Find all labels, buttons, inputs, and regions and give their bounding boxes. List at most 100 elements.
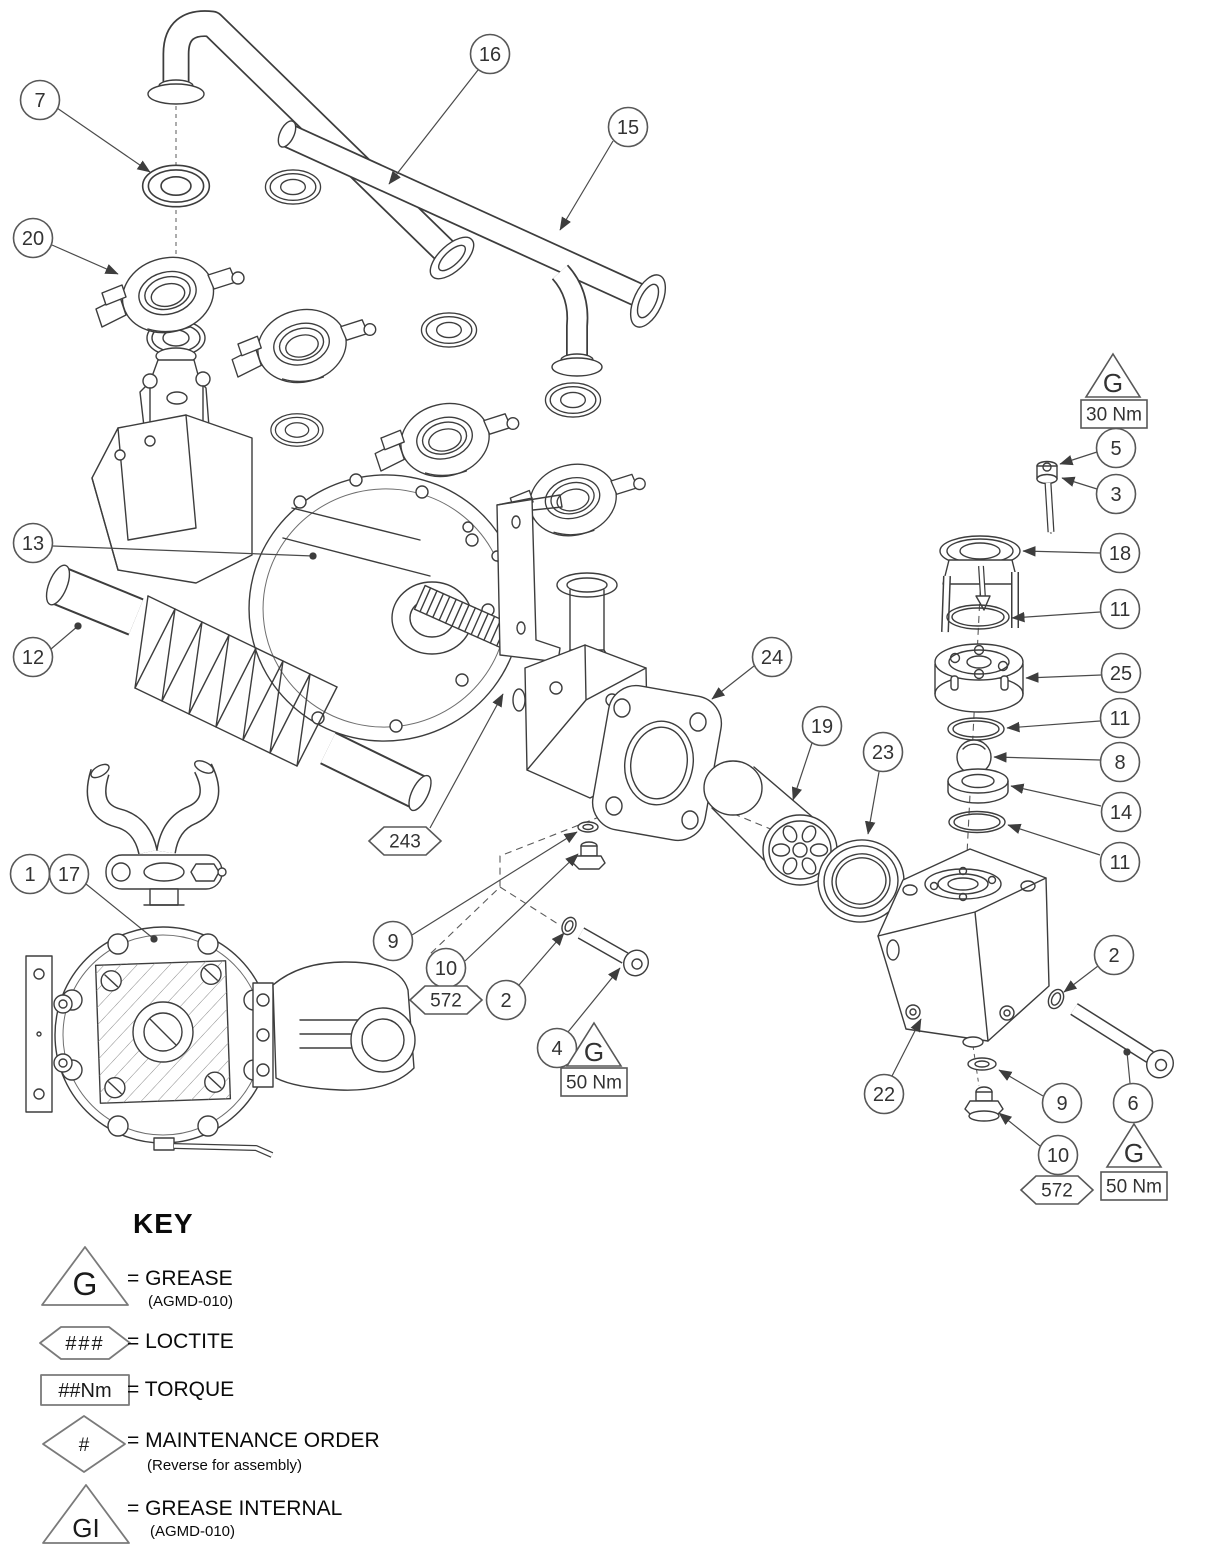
svg-text:11: 11 [1110, 708, 1131, 730]
filter-cartridge [703, 760, 838, 886]
balloon-16: 16 [388, 33, 511, 185]
balloon-13: 13 [12, 522, 317, 564]
loctite-tag-572-right: 572 [1019, 1175, 1095, 1205]
grease-triangle-right-bottom: G [1105, 1122, 1163, 1168]
svg-text:GI: GI [72, 1513, 99, 1543]
loctite-tag-572-left: 572 [408, 985, 484, 1015]
bolt-and-oring-right [1047, 988, 1174, 1079]
svg-text:11: 11 [1110, 852, 1131, 874]
grease-triangle-right-top: G [1084, 352, 1142, 398]
pump-head-front [25, 760, 416, 1158]
balloon-7: 7 [19, 79, 151, 173]
loctite-symbol: ### [39, 1326, 131, 1360]
svg-text:6: 6 [1127, 1093, 1138, 1115]
pump-motor-block [91, 414, 253, 584]
svg-text:10: 10 [1047, 1145, 1069, 1167]
washer-and-plug-left [572, 821, 606, 870]
balloon-10-right: 10 [998, 1112, 1079, 1176]
balloon-5: 5 [1059, 427, 1137, 469]
oring-11-top [946, 604, 1010, 630]
balloon-8: 8 [993, 741, 1141, 783]
svg-text:50 Nm: 50 Nm [1106, 1177, 1162, 1198]
svg-text:G: G [1124, 1138, 1144, 1168]
svg-text:19: 19 [811, 716, 833, 738]
bolt-and-oring-mid [561, 916, 649, 977]
balloon-3: 3 [1061, 473, 1137, 515]
svg-text:3: 3 [1110, 484, 1121, 506]
svg-text:13: 13 [22, 533, 44, 555]
pump-head-cube [877, 848, 1050, 1048]
clamp-plate-18 [939, 535, 1021, 633]
svg-text:2: 2 [1108, 945, 1119, 967]
balloon-12: 12 [12, 622, 82, 678]
key-grease-sublabel: (AGMD-010) [148, 1293, 234, 1310]
svg-text:25: 25 [1110, 663, 1132, 685]
svg-text:15: 15 [617, 117, 639, 139]
svg-text:G: G [584, 1037, 604, 1067]
oring-11-mid [947, 717, 1005, 741]
key-loctite-label: = LOCTITE [127, 1330, 234, 1353]
svg-text:20: 20 [22, 228, 44, 250]
balloon-14: 14 [1010, 783, 1142, 833]
grease-triangle-mid: G [565, 1021, 623, 1067]
svg-text:2: 2 [500, 990, 511, 1012]
washer-and-plug-right [964, 1057, 1004, 1122]
key-grease-label: = GREASE [127, 1267, 233, 1290]
valve-body-24 [512, 572, 723, 842]
torque-tag-50nm-right: 50 Nm [1100, 1171, 1168, 1201]
balloon-15: 15 [559, 106, 649, 231]
svg-text:###: ### [65, 1333, 104, 1355]
key-title: KEY [133, 1208, 194, 1239]
balloon-4: 4 [536, 967, 621, 1069]
key-grease-internal-sublabel: (AGMD-010) [150, 1523, 236, 1540]
svg-text:22: 22 [873, 1084, 895, 1106]
grease-internal-symbol: GI [42, 1484, 130, 1544]
balloon-6: 6 [1112, 1048, 1154, 1124]
svg-text:1: 1 [24, 864, 35, 886]
svg-text:24: 24 [761, 647, 783, 669]
svg-text:14: 14 [1110, 802, 1132, 824]
torque-symbol: ##Nm [40, 1374, 130, 1406]
svg-text:11: 11 [1110, 599, 1131, 621]
svg-text:##Nm: ##Nm [58, 1380, 111, 1402]
loctite-tag-243: 243 [367, 693, 504, 856]
balloon-9-left: 9 [372, 831, 578, 962]
svg-text:9: 9 [387, 931, 398, 953]
seal-ring-23 [817, 839, 905, 923]
torque-tag-30nm: 30 Nm [1080, 399, 1148, 429]
knob-25 [934, 643, 1024, 713]
balloon-17: 17 [48, 853, 158, 943]
balloon-22: 22 [863, 1018, 922, 1115]
pipe-16 [147, 10, 475, 280]
svg-text:4: 4 [551, 1038, 562, 1060]
key-maintenance-sublabel: (Reverse for assembly) [147, 1457, 303, 1474]
svg-text:30 Nm: 30 Nm [1086, 405, 1142, 426]
key-torque-label: = TORQUE [127, 1378, 235, 1401]
svg-text:G: G [1103, 368, 1123, 398]
key-maintenance-label: = MAINTENANCE ORDER [127, 1429, 380, 1452]
balloon-11-top: 11 [1011, 588, 1141, 630]
grease-symbol: G [41, 1246, 129, 1306]
balloon-11-mid: 11 [1006, 697, 1141, 739]
svg-text:18: 18 [1109, 543, 1131, 565]
gasket-seals [141, 164, 602, 447]
balloon-2-left: 2 [485, 932, 565, 1021]
svg-text:572: 572 [430, 991, 462, 1012]
svg-text:50 Nm: 50 Nm [566, 1073, 622, 1094]
svg-text:243: 243 [389, 832, 421, 853]
balloon-11-bottom: 11 [1007, 823, 1141, 883]
svg-text:23: 23 [872, 742, 894, 764]
seat-14 [947, 768, 1009, 804]
svg-text:9: 9 [1056, 1093, 1067, 1115]
svg-text:G: G [73, 1266, 98, 1302]
svg-text:572: 572 [1041, 1181, 1073, 1202]
svg-text:17: 17 [58, 864, 80, 886]
balloon-20: 20 [12, 217, 119, 275]
balloon-18: 18 [1022, 532, 1141, 574]
balloon-24: 24 [711, 636, 793, 700]
svg-text:8: 8 [1114, 752, 1125, 774]
mounting-bracket [496, 494, 563, 663]
balloon-2-right: 2 [1063, 934, 1135, 993]
balloon-1: 1 [9, 853, 51, 895]
